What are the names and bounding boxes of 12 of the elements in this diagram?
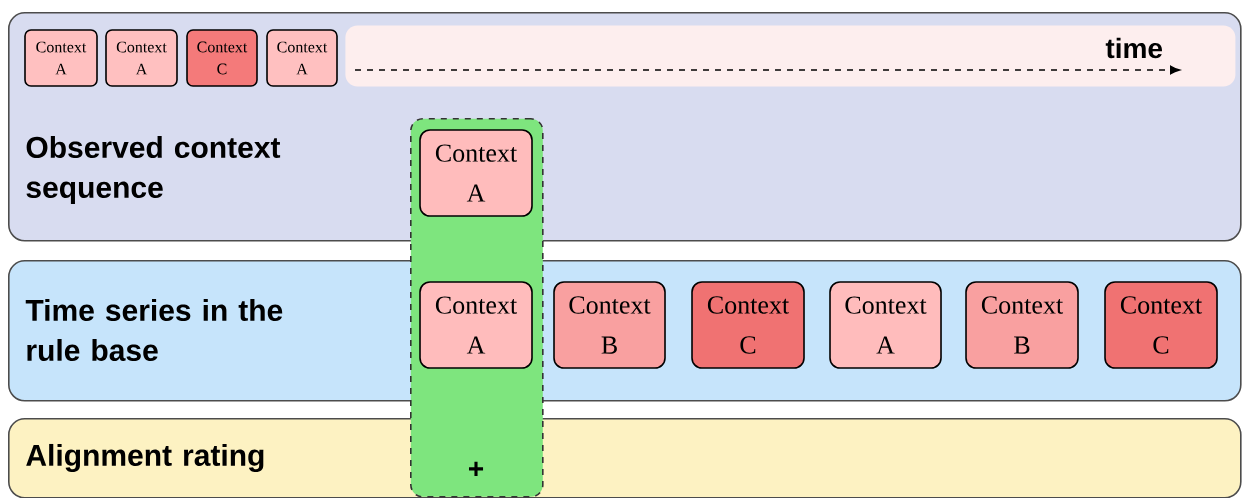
context-box: Context C xyxy=(1104,281,1218,369)
context-box: Context B xyxy=(553,281,666,369)
context-box: Context A xyxy=(266,29,338,87)
context-box: Context A xyxy=(829,281,942,369)
context-box: Context B xyxy=(965,281,1079,369)
timeline-strip: time xyxy=(345,25,1236,87)
context-box: Context A xyxy=(105,29,178,87)
context-box: Context C xyxy=(186,29,258,87)
context-box: Context C xyxy=(691,281,805,369)
context-box: Context A xyxy=(419,281,533,369)
context-box: Context A xyxy=(24,29,98,87)
context-box: Context A xyxy=(419,129,533,217)
